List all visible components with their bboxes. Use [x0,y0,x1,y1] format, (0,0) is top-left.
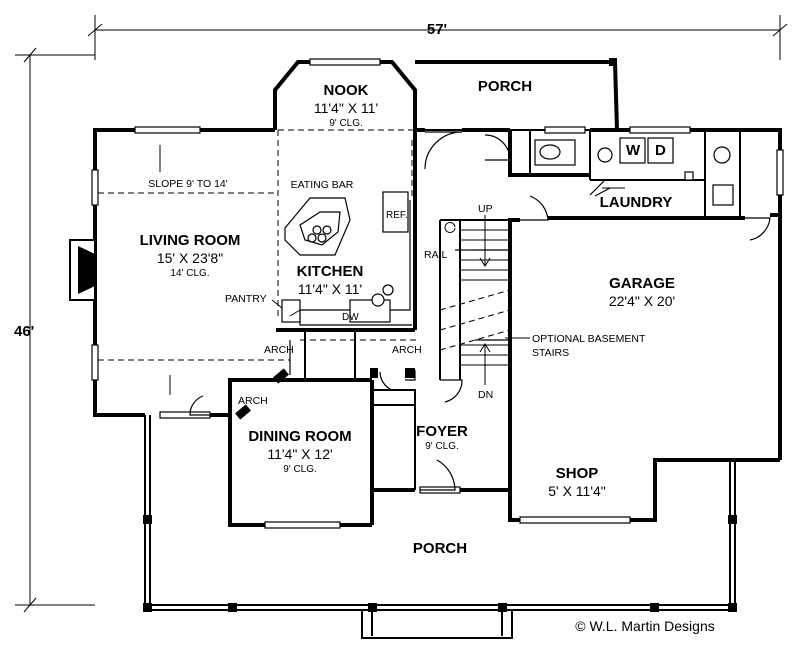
kitchen-size: 11'4" X 11' [298,281,362,297]
dn-label: DN [478,389,493,401]
bath-fixtures [534,137,734,206]
shop-size: 5' X 11'4" [548,483,606,499]
rail-label: RAIL [424,249,448,261]
kitchen-name: KITCHEN [297,263,364,280]
living-name: LIVING ROOM [140,232,241,249]
stairs [444,215,510,385]
front-porch-name: PORCH [413,540,467,557]
eating-bar-label: EATING BAR [291,179,354,191]
leader-lines [159,145,625,395]
interior-walls [144,129,741,639]
dw-label: DW [342,312,359,323]
living-slope-note: SLOPE 9' TO 14' [148,178,228,190]
up-label: UP [478,203,493,215]
living-size: 15' X 23'8" [157,250,223,266]
shop-name: SHOP [556,465,599,482]
washer-label: W [626,142,641,159]
arch-label-1: ARCH [264,344,294,356]
laundry-name: LAUNDRY [600,194,673,211]
dryer-label: D [655,142,666,159]
arch-posts [235,368,415,420]
living-ceiling: 14' CLG. [170,268,209,279]
optional-basement-label: OPTIONAL BASEMENT [532,333,646,345]
dining-size: 11'4" X 12' [267,446,332,462]
basement-stairs-label: STAIRS [532,347,569,359]
arch-label-3: ARCH [238,395,268,407]
dimension-lines [15,15,788,613]
overall-depth-label: 46' [14,323,34,340]
porch-posts [143,58,737,612]
nook-ceiling: 9' CLG. [329,118,363,129]
kitchen-counters [281,191,412,326]
overall-width-label: 57' [427,21,447,38]
dashed-lines [98,129,511,361]
garage-name: GARAGE [609,275,675,292]
pantry-label: PANTRY [225,293,267,305]
rear-porch-name: PORCH [478,78,532,95]
dining-name: DINING ROOM [248,428,351,445]
foyer-name: FOYER [416,423,468,440]
copyright-notice: © W.L. Martin Designs [575,618,714,634]
ref-label: REF. [386,210,408,221]
fireplace [69,239,96,301]
foyer-ceiling: 9' CLG. [425,441,459,452]
nook-size: 11'4" X 11' [314,100,378,116]
dining-ceiling: 9' CLG. [283,464,317,475]
garage-size: 22'4" X 20' [609,293,675,309]
nook-name: NOOK [324,82,369,99]
arch-label-2: ARCH [392,344,422,356]
